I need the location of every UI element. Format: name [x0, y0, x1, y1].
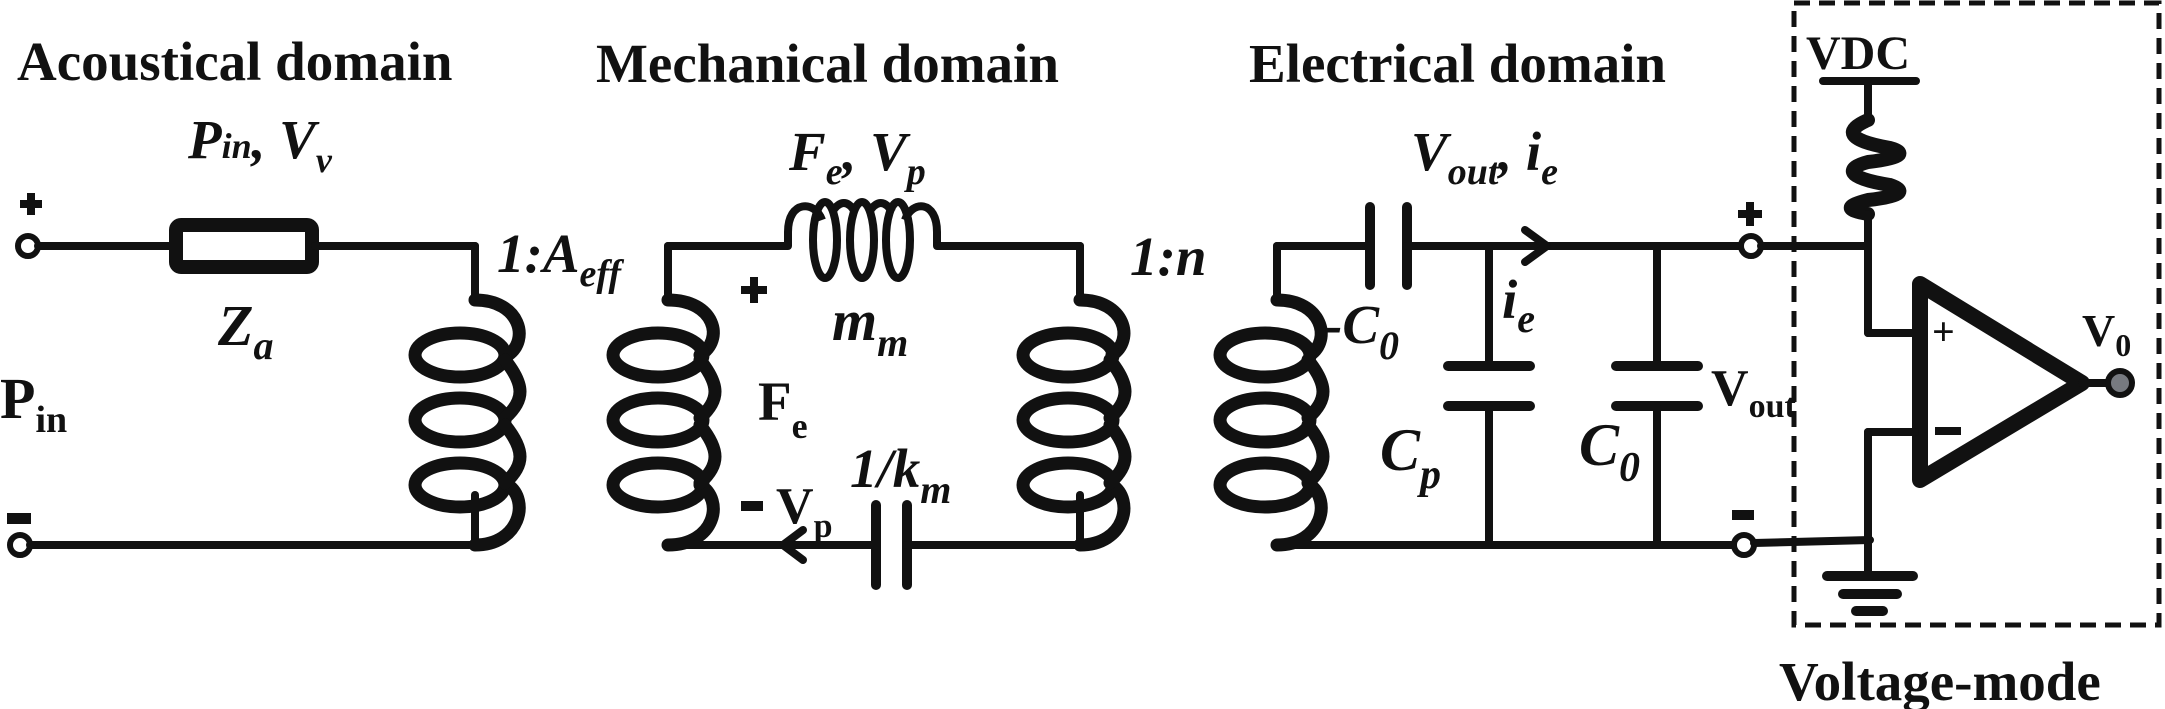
transformer-ratio-n-label: 1:n: [1130, 226, 1206, 287]
minus-sign-icon: [741, 501, 763, 511]
acoustical-circuit: Pin, Vv Za Pin: [0, 109, 527, 558]
mass-inductor: [784, 198, 941, 282]
acoustical-variables-label: Pin, Vv: [187, 109, 333, 180]
title-electrical-domain: Electrical domain: [1249, 33, 1666, 94]
output-node-v0[interactable]: [2105, 368, 2135, 398]
mechanical-variables-label: Fe, Vp: [788, 121, 926, 193]
plus-sign-icon: [20, 193, 42, 215]
plus-sign-icon: [741, 277, 767, 303]
voltage-mode-readout: VDC + V0: [1750, 0, 2162, 628]
opamp-plus-icon: +: [1932, 309, 1955, 354]
transformer2-secondary-coil: [1213, 293, 1330, 552]
velocity-label: Vp: [776, 478, 832, 545]
transformer-secondary-coil: [606, 293, 722, 552]
pressure-input-label: Pin: [0, 366, 67, 441]
readout-dashed-boundary: [1791, 0, 2162, 628]
title-acoustical-domain: Acoustical domain: [17, 31, 452, 92]
title-voltage-mode: Voltage-mode: [1779, 651, 2101, 709]
transformer2-primary-coil: [1016, 293, 1132, 552]
v0-label: V0: [2082, 305, 2131, 363]
plus-sign-icon: [1738, 202, 1762, 226]
compliance-label: 1/km: [850, 438, 951, 512]
static-capacitance-label: C0: [1579, 412, 1640, 491]
mass-label: mm: [832, 288, 908, 365]
negative-capacitance-label: -C0: [1324, 294, 1399, 368]
electrical-variables-label: Vout, ie: [1411, 121, 1558, 193]
current-label: ie: [1502, 269, 1535, 341]
vout-label: Vout: [1711, 360, 1796, 425]
bias-resistor: [1843, 113, 1907, 221]
force-label: Fe: [758, 371, 808, 446]
velocity-direction-arrow-icon: [779, 526, 807, 564]
opamp-minus-icon: [1935, 427, 1961, 435]
wire: [1750, 536, 1874, 547]
ground-icon: [1822, 571, 1918, 616]
impedance-za-resistor: [169, 218, 319, 274]
vdc-label: VDC: [1806, 27, 1910, 80]
minus-sign-icon: [7, 513, 31, 524]
transformer-ratio-aeff-label: 1:Aeff: [497, 223, 624, 295]
electrical-circuit: Vout, ie -C0 ie Cp C0 Vo: [1213, 121, 1796, 558]
mechanical-circuit: Fe, Vp mm: [606, 121, 1132, 590]
title-mechanical-domain: Mechanical domain: [596, 33, 1059, 94]
transformer-primary-coil: [408, 293, 527, 552]
current-direction-arrow-icon: [1521, 226, 1551, 266]
parasitic-capacitance-label: Cp: [1380, 417, 1441, 498]
impedance-za-label: Za: [217, 293, 273, 368]
minus-sign-icon: [1732, 510, 1754, 520]
